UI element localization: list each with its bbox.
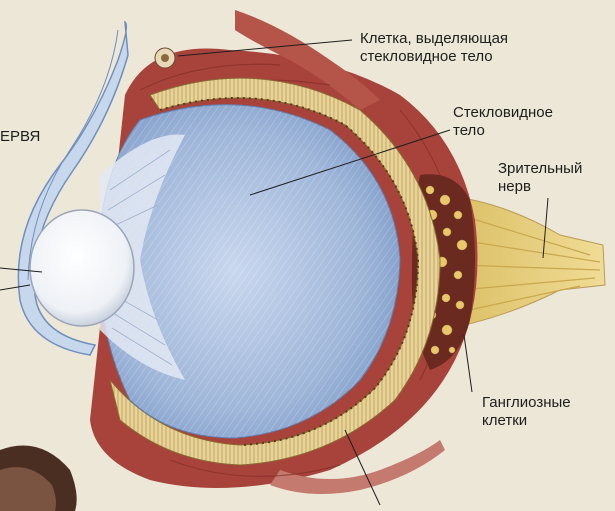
label-ganglion-cells-line1: Ганглиозные: [482, 394, 571, 412]
leader-line-ganglion: [464, 335, 472, 392]
lens: [30, 210, 134, 326]
label-cut-off-left: ЕРВЯ: [0, 128, 40, 146]
label-vitreous-body-line2: тело: [453, 122, 553, 140]
label-vitreous-secreting-cell-line2: стекловидное тело: [360, 48, 508, 66]
vitreous-secreting-cell-shape: [155, 48, 175, 68]
label-optic-nerve: Зрительный нерв: [498, 160, 582, 196]
label-optic-nerve-line1: Зрительный: [498, 160, 582, 178]
adjacent-tissue: [0, 446, 77, 511]
label-ganglion-cells-line2: клетки: [482, 412, 571, 430]
label-vitreous-secreting-cell: Клетка, выделяющая стекловидное тело: [360, 30, 508, 66]
label-vitreous-body-line1: Стекловидное: [453, 104, 553, 122]
label-vitreous-body: Стекловидное тело: [453, 104, 553, 140]
label-optic-nerve-line2: нерв: [498, 178, 582, 196]
label-vitreous-secreting-cell-line1: Клетка, выделяющая: [360, 30, 508, 48]
label-ganglion-cells: Ганглиозные клетки: [482, 394, 571, 430]
